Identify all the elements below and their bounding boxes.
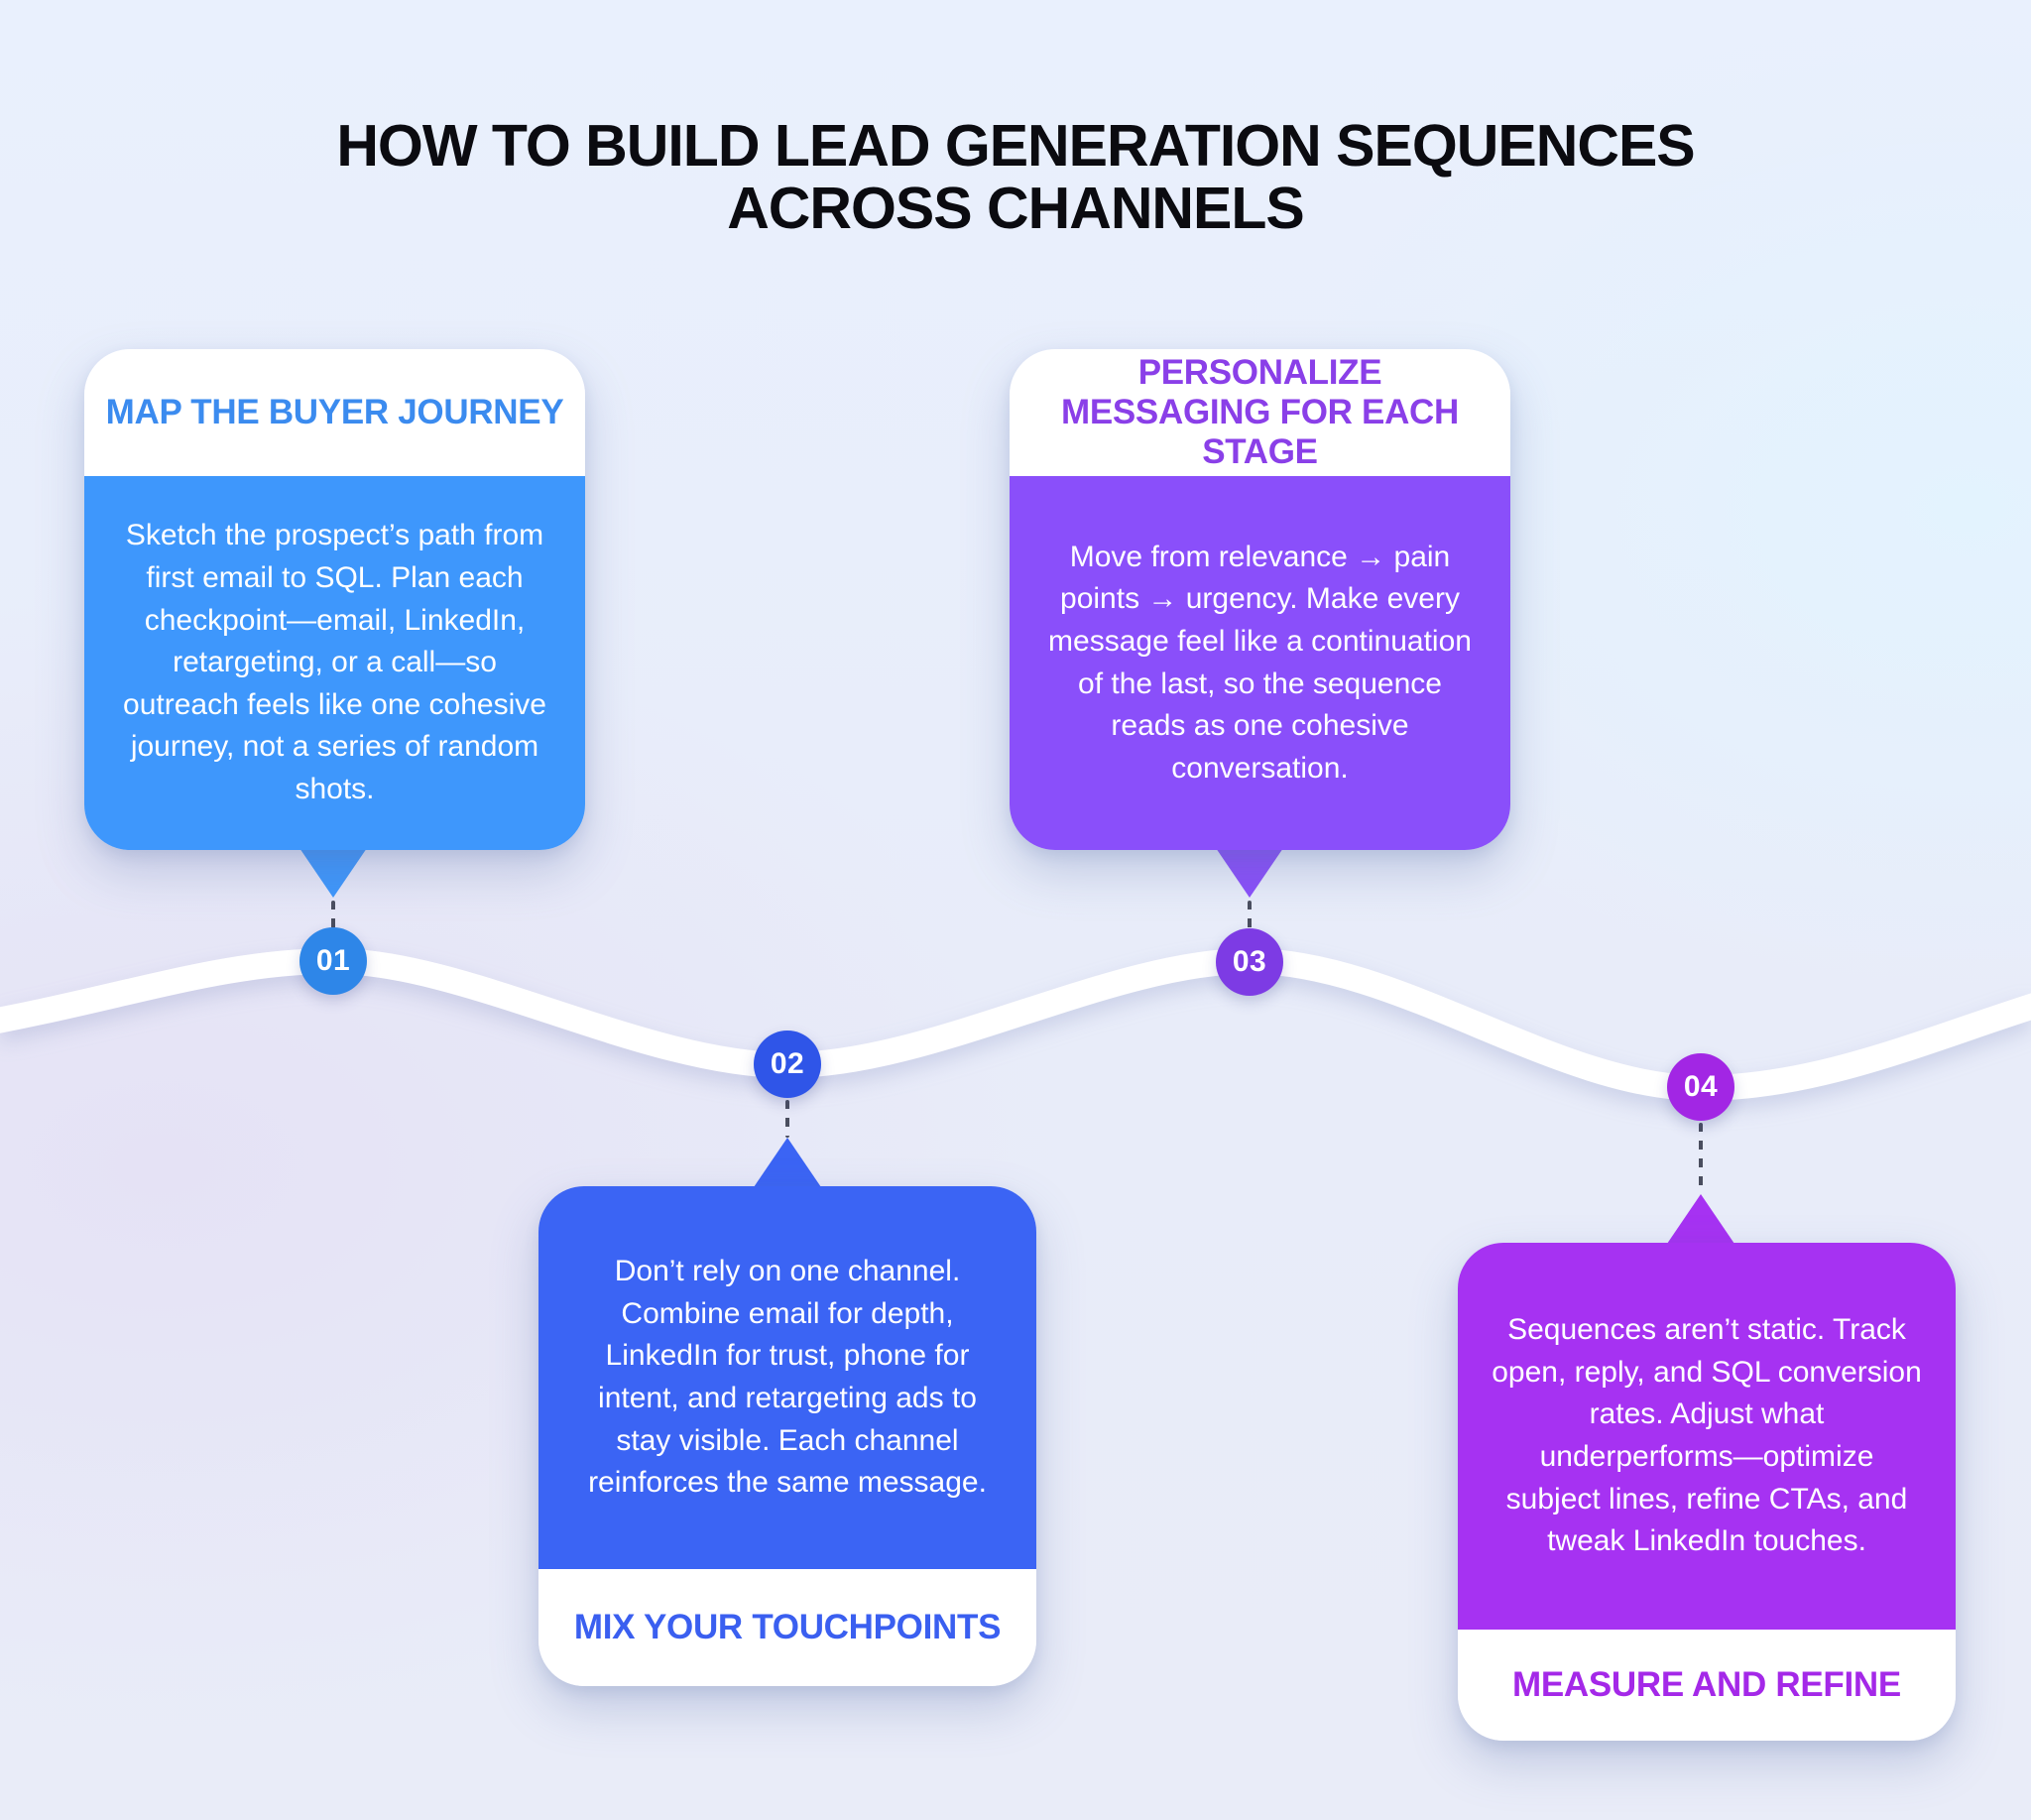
step-card-4: Sequences aren’t static. Track open, rep… <box>1458 1243 1956 1741</box>
step-2-pointer <box>754 1138 821 1187</box>
step-4-description: Sequences aren’t static. Track open, rep… <box>1458 1243 1956 1630</box>
step-3-connector <box>1248 901 1252 930</box>
step-3-title: PERSONALIZE MESSAGING FOR EACH STAGE <box>1060 352 1459 472</box>
step-1-pointer <box>299 848 367 898</box>
step-3-marker: 03 <box>1216 928 1283 996</box>
page-title: HOW TO BUILD LEAD GENERATION SEQUENCES A… <box>0 112 2031 241</box>
step-2-marker: 02 <box>754 1031 821 1098</box>
step-2-title: MIX YOUR TOUCHPOINTS <box>573 1607 1002 1646</box>
step-3-description: Move from relevance → pain points → urge… <box>1010 476 1510 850</box>
step-1-title: MAP THE BUYER JOURNEY <box>105 392 564 431</box>
step-4-marker: 04 <box>1667 1053 1734 1121</box>
step-1-marker: 01 <box>299 927 367 995</box>
step-1-header: MAP THE BUYER JOURNEY <box>84 349 585 476</box>
step-2-header: MIX YOUR TOUCHPOINTS <box>538 1569 1036 1686</box>
step-1-connector <box>331 901 335 930</box>
step-card-3: PERSONALIZE MESSAGING FOR EACH STAGE Mov… <box>1010 349 1510 850</box>
step-4-title: MEASURE AND REFINE <box>1512 1664 1901 1704</box>
step-1-description: Sketch the prospect’s path from first em… <box>84 476 585 850</box>
step-4-pointer <box>1667 1194 1734 1244</box>
step-3-pointer <box>1216 848 1283 898</box>
page-title-line-1: HOW TO BUILD LEAD GENERATION SEQUENCES <box>336 112 1695 179</box>
step-2-connector <box>785 1100 789 1138</box>
page-title-line-2: ACROSS CHANNELS <box>727 175 1305 241</box>
step-card-1: MAP THE BUYER JOURNEY Sketch the prospec… <box>84 349 585 850</box>
step-3-header: PERSONALIZE MESSAGING FOR EACH STAGE <box>1010 349 1510 476</box>
step-4-header: MEASURE AND REFINE <box>1458 1630 1956 1741</box>
step-2-description: Don’t rely on one channel. Combine email… <box>538 1186 1036 1569</box>
step-4-connector <box>1699 1123 1703 1194</box>
step-card-2: Don’t rely on one channel. Combine email… <box>538 1186 1036 1686</box>
